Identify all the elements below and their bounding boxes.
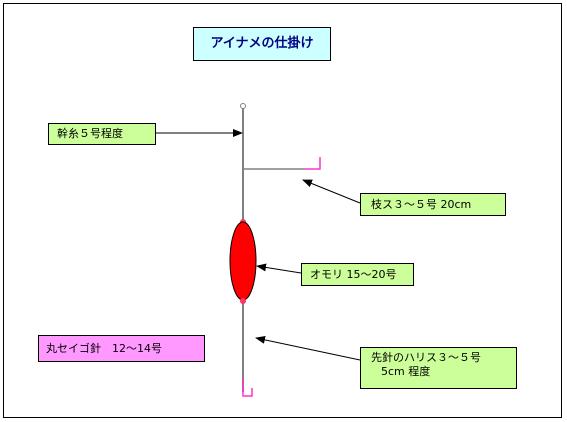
top-swivel [240, 103, 246, 109]
end-hook [242, 378, 253, 397]
sinker [229, 221, 257, 301]
arrow-branch-line [302, 179, 361, 204]
main-line-label: 幹糸５号程度 [48, 123, 156, 145]
leader-label: 先針のハリス３～５号 5cm 程度 [360, 347, 517, 389]
leader-label-line-1: 先針のハリス３～５号 [371, 351, 481, 364]
arrow-leader [255, 335, 361, 361]
branch-line-label: 枝ス３～５号 20cm [360, 193, 506, 216]
leader-label-line-2: 5cm 程度 [381, 365, 431, 378]
diagram-title: アイナメの仕掛け [193, 27, 331, 61]
arrow-sinker [256, 263, 302, 274]
hook-label: 丸セイゴ針 12～14号 [38, 335, 205, 362]
sinker-ring-bottom [240, 298, 246, 304]
sinker-label: オモリ 15～20号 [301, 263, 414, 286]
diagram-frame [3, 3, 562, 418]
branch-hook [305, 157, 321, 170]
